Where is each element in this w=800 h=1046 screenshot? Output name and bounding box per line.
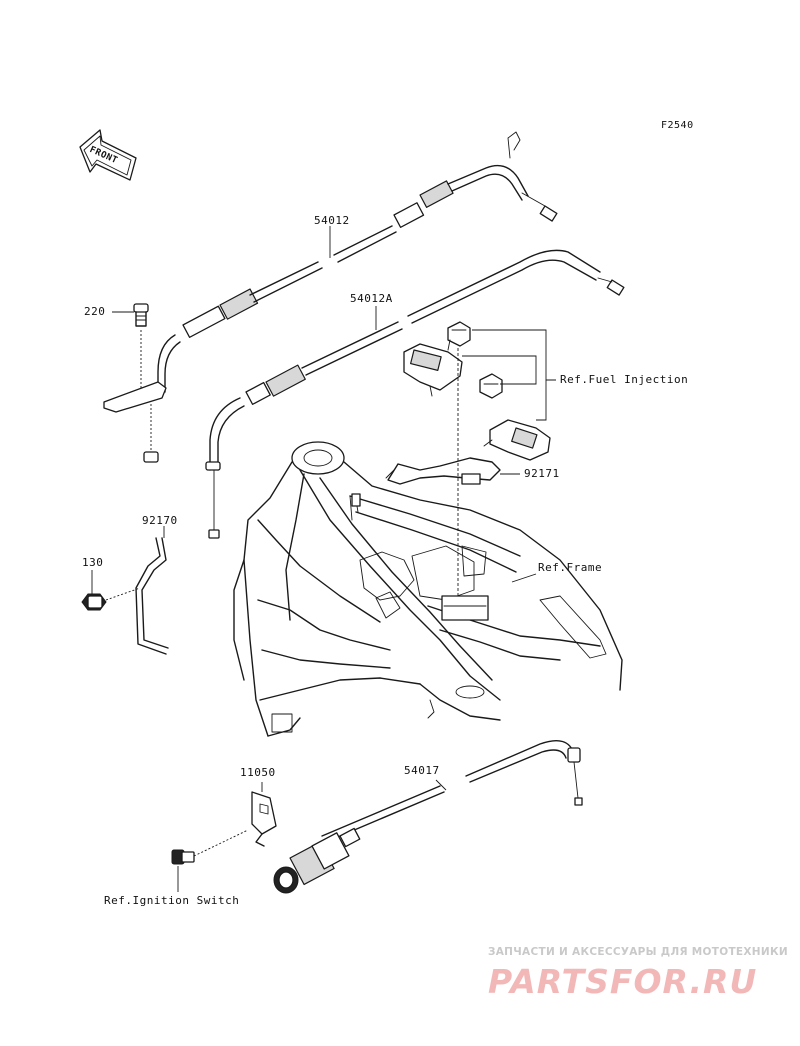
watermark-logo: PARTSFOR.RU — [488, 962, 758, 1001]
callout-130: 130 — [82, 556, 104, 569]
motorcycle-frame — [233, 441, 623, 737]
bolt-ignition-switch — [171, 829, 249, 865]
bracket-92171 — [385, 457, 501, 485]
choke-cable-54017 — [273, 740, 583, 894]
ref-fuel-injection: Ref.Fuel Injection — [560, 373, 689, 386]
throttle-cable-54012 — [157, 131, 558, 393]
ref-ignition-switch: Ref.Ignition Switch — [104, 894, 240, 907]
bolt-220 — [103, 303, 167, 463]
bolt-130 — [81, 587, 141, 611]
bracket-92170 — [135, 537, 169, 655]
callout-220: 220 — [84, 305, 106, 318]
fuel-injection-sensor-upper — [403, 321, 471, 600]
leader-lines — [91, 226, 556, 892]
callout-54017: 54017 — [404, 764, 440, 777]
ref-frame: Ref.Frame — [538, 561, 603, 574]
diagram-code: F2540 — [661, 120, 694, 131]
watermark-subtitle: ЗАПЧАСТИ И АКСЕССУАРЫ ДЛЯ МОТОТЕХНИКИ — [488, 946, 788, 958]
front-arrow-icon — [79, 129, 137, 181]
callout-92171: 92171 — [524, 467, 560, 480]
fuel-injection-sensor-lower — [479, 373, 551, 461]
throttle-cable-54012a — [205, 249, 625, 539]
callout-11050: 11050 — [240, 766, 276, 779]
bracket-11050 — [251, 791, 277, 847]
choke-knob — [273, 827, 361, 894]
callout-54012a: 54012A — [350, 292, 393, 305]
callout-54012: 54012 — [314, 214, 350, 227]
callout-92170: 92170 — [142, 514, 178, 527]
